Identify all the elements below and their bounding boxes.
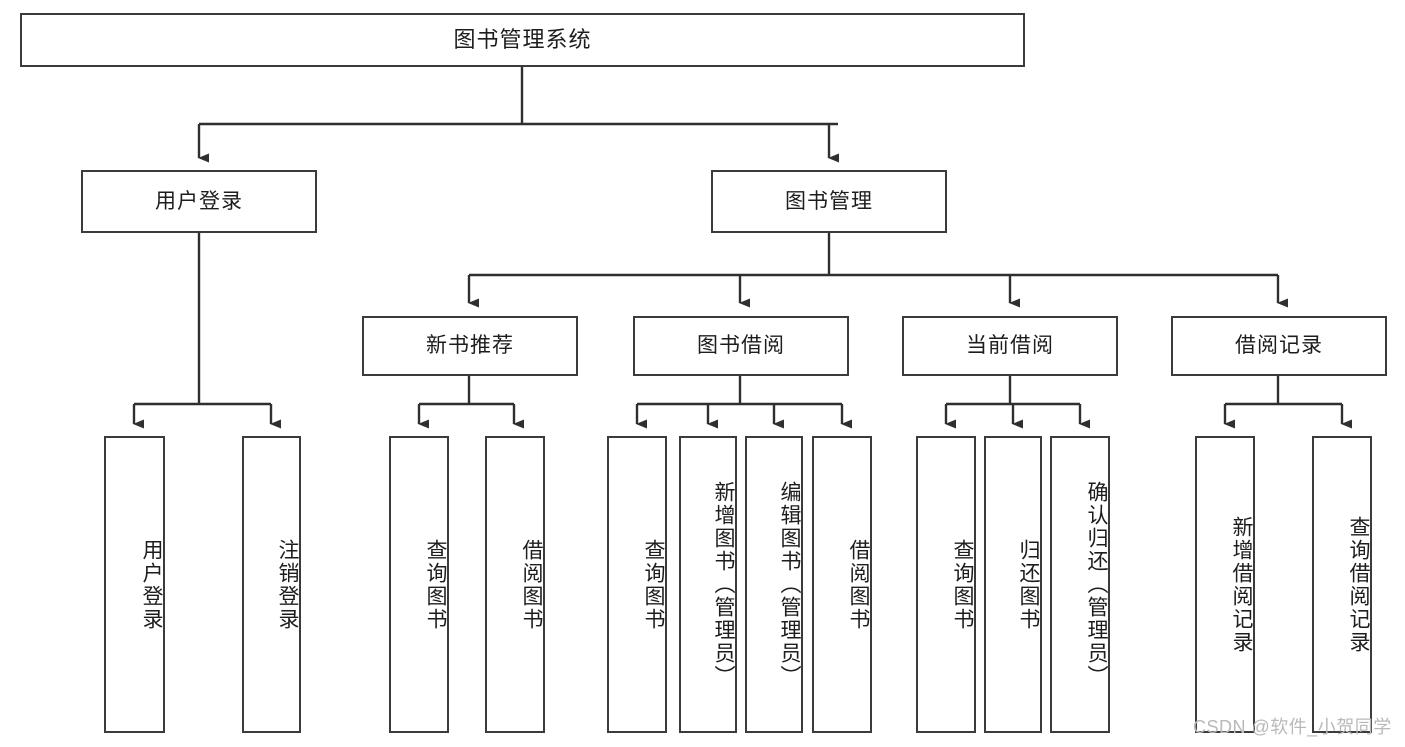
node-label: 用户登录 — [155, 189, 243, 213]
node-new-book-recommend[interactable]: 新书推荐 — [362, 316, 578, 376]
node-label: 归还图书 — [1017, 538, 1040, 631]
node-current-borrow[interactable]: 当前借阅 — [902, 316, 1118, 376]
node-label: 图书管理 — [785, 189, 873, 213]
node-label: 借阅记录 — [1235, 334, 1323, 358]
node-leaf-add-borrow-record[interactable]: 新增借阅记录 — [1195, 436, 1255, 733]
node-label: 查询借阅记录 — [1347, 515, 1370, 654]
node-label: 图书管理系统 — [453, 26, 592, 52]
node-leaf-query-book-recommend[interactable]: 查询图书 — [389, 436, 449, 733]
node-leaf-borrow-book-recommend[interactable]: 借阅图书 — [485, 436, 545, 733]
node-leaf-query-borrow-record[interactable]: 查询借阅记录 — [1312, 436, 1372, 733]
node-label: 查询图书 — [951, 538, 974, 631]
node-root-book-management-system[interactable]: 图书管理系统 — [20, 13, 1025, 67]
node-label: 借阅图书 — [520, 538, 543, 631]
node-leaf-query-book-borrow[interactable]: 查询图书 — [607, 436, 667, 733]
node-leaf-query-book-current[interactable]: 查询图书 — [916, 436, 976, 733]
node-label: 新增图书（管理员） — [712, 481, 735, 688]
node-leaf-edit-book-admin[interactable]: 编辑图书（管理员） — [745, 436, 803, 733]
node-label: 借阅图书 — [847, 538, 870, 631]
node-borrow-record[interactable]: 借阅记录 — [1171, 316, 1387, 376]
node-leaf-borrow-book[interactable]: 借阅图书 — [812, 436, 872, 733]
node-label: 查询图书 — [424, 538, 447, 631]
node-label: 新增借阅记录 — [1230, 515, 1253, 654]
node-label: 新书推荐 — [426, 334, 514, 358]
node-leaf-logout[interactable]: 注销登录 — [242, 436, 301, 733]
node-leaf-user-login[interactable]: 用户登录 — [104, 436, 165, 733]
node-label: 确认归还（管理员） — [1085, 481, 1108, 688]
node-label: 注销登录 — [276, 538, 299, 631]
node-label: 当前借阅 — [966, 334, 1054, 358]
node-book-management[interactable]: 图书管理 — [711, 170, 947, 233]
node-label: 查询图书 — [642, 538, 665, 631]
node-leaf-return-book[interactable]: 归还图书 — [984, 436, 1042, 733]
node-label: 编辑图书（管理员） — [778, 481, 801, 688]
node-user-login[interactable]: 用户登录 — [81, 170, 317, 233]
node-label: 用户登录 — [140, 538, 163, 631]
node-leaf-confirm-return-admin[interactable]: 确认归还（管理员） — [1050, 436, 1110, 733]
node-leaf-add-book-admin[interactable]: 新增图书（管理员） — [679, 436, 737, 733]
node-book-borrow[interactable]: 图书借阅 — [633, 316, 849, 376]
csdn-watermark: CSDN @软件_小贺同学 — [1193, 717, 1392, 737]
node-label: 图书借阅 — [697, 334, 785, 358]
